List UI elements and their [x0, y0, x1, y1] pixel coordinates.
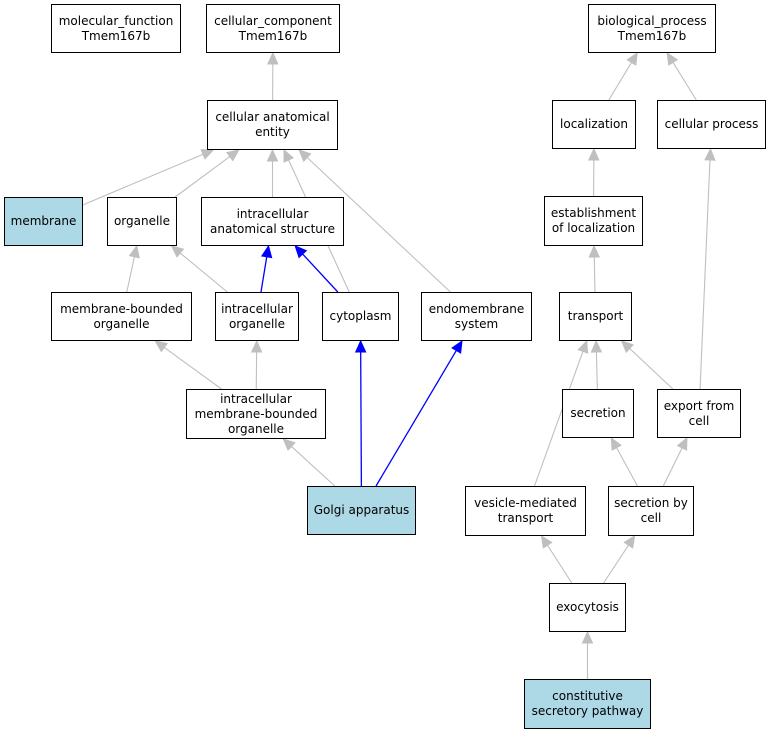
- node-exocytosis: exocytosis: [549, 583, 626, 632]
- edge-cytoplasm-to-intracellular_anatomical_structure: [302, 253, 339, 293]
- arrowhead-secretion-to-transport: [590, 339, 603, 353]
- arrowhead-golgi_apparatus-to-intracellular_membrane_bounded_organelle: [282, 438, 296, 452]
- edge-golgi_apparatus-to-intracellular_membrane_bounded_organelle: [291, 446, 336, 487]
- arrowhead-establishment_of_localization-to-localization: [588, 147, 600, 161]
- arrowhead-export_from_cell-to-cellular_process: [704, 147, 716, 161]
- edge-intracellular_organelle-to-intracellular_anatomical_structure: [260, 256, 268, 293]
- edge-endomembrane_system-to-cellular_anatomical_entity: [306, 157, 451, 293]
- node-endomembrane-system: endomembrane system: [421, 292, 532, 341]
- arrowhead-intracellular_organelle-to-intracellular_anatomical_structure: [260, 244, 273, 259]
- arrowhead-transport-to-establishment_of_localization: [588, 244, 601, 258]
- node-export-from-cell: export from cell: [657, 389, 741, 438]
- edge-golgi_apparatus-to-endomembrane_system: [375, 350, 457, 487]
- arrowhead-export_from_cell-to-transport: [620, 340, 634, 354]
- edge-membrane_bounded_organelle-to-organelle: [126, 256, 135, 293]
- edge-vesicle_mediated_transport-to-transport: [533, 351, 584, 487]
- edge-organelle-to-cellular_anatomical_entity: [174, 156, 231, 198]
- node-membrane-bounded-organelle: membrane-bounded organelle: [51, 292, 192, 341]
- node-intracellular-anatomical-structure: intracellular anatomical structure: [201, 197, 344, 246]
- edge-golgi_apparatus-to-cytoplasm: [360, 351, 363, 487]
- edge-secretion-to-transport: [595, 351, 598, 390]
- node-membrane: membrane: [4, 197, 83, 246]
- node-secretion: secretion: [562, 389, 634, 438]
- arrowhead-membrane_bounded_organelle-to-organelle: [128, 244, 140, 259]
- arrowhead-endomembrane_system-to-cellular_anatomical_entity: [298, 149, 312, 163]
- edge-transport-to-establishment_of_localization: [593, 256, 596, 293]
- node-intracellular-organelle: intracellular organelle: [215, 292, 299, 341]
- edge-exocytosis-to-vesicle_mediated_transport: [547, 544, 573, 584]
- arrowhead-golgi_apparatus-to-endomembrane_system: [451, 339, 463, 354]
- arrowhead-cellular_process-to-biological_process: [666, 51, 679, 66]
- edge-cellular_process-to-biological_process: [672, 62, 697, 101]
- arrowhead-cytoplasm-to-intracellular_anatomical_structure: [294, 245, 308, 259]
- node-vesicle-mediated-transport: vesicle-mediated transport: [465, 486, 586, 536]
- edge-membrane-to-cellular_anatomical_entity: [82, 153, 204, 206]
- arrowhead-exocytosis-to-vesicle_mediated_transport: [540, 534, 553, 549]
- arrowhead-membrane-to-cellular_anatomical_entity: [200, 149, 215, 160]
- edge-export_from_cell-to-cellular_process: [699, 159, 711, 390]
- arrowhead-secretion_by_cell-to-secretion: [610, 436, 622, 451]
- arrowhead-exocytosis-to-secretion_by_cell: [623, 534, 636, 549]
- edge-intracellular_membrane_bounded_organelle-to-membrane_bounded_organelle: [163, 347, 222, 390]
- arrowhead-intracellular_membrane_bounded_organelle-to-intracellular_organelle: [250, 339, 263, 353]
- node-molecular-function: molecular_function Tmem167b: [51, 4, 181, 53]
- arrowhead-localization-to-biological_process: [626, 51, 638, 66]
- edge-secretion_by_cell-to-secretion: [616, 447, 638, 487]
- arrowhead-golgi_apparatus-to-cytoplasm: [354, 339, 367, 353]
- arrowhead-intracellular_anatomical_structure-to-cellular_anatomical_entity: [266, 148, 279, 162]
- arrowhead-cellular_anatomical_entity-to-cellular_component: [267, 51, 279, 65]
- arrowhead-intracellular_organelle-to-organelle: [170, 245, 185, 258]
- node-organelle: organelle: [107, 197, 177, 246]
- node-constitutive-secretory-pathway: constitutive secretory pathway: [524, 679, 651, 729]
- edge-exocytosis-to-secretion_by_cell: [603, 544, 629, 584]
- node-cellular-component: cellular_component Tmem167b: [206, 4, 340, 53]
- arrowhead-secretion_by_cell-to-export_from_cell: [676, 436, 688, 451]
- arrowhead-cytoplasm-to-cellular_anatomical_entity: [283, 148, 295, 163]
- node-secretion-by-cell: secretion by cell: [608, 486, 694, 536]
- node-golgi-apparatus: Golgi apparatus: [307, 486, 416, 535]
- edge-intracellular_organelle-to-organelle: [179, 252, 228, 293]
- arrowhead-vesicle_mediated_transport-to-transport: [577, 339, 589, 354]
- arrowhead-intracellular_membrane_bounded_organelle-to-membrane_bounded_organelle: [154, 340, 168, 353]
- node-localization: localization: [552, 100, 636, 149]
- arrowhead-organelle-to-cellular_anatomical_entity: [226, 149, 240, 162]
- node-transport: transport: [559, 292, 632, 341]
- edge-secretion_by_cell-to-export_from_cell: [662, 447, 683, 487]
- node-cytoplasm: cytoplasm: [322, 292, 399, 341]
- node-intracellular-membrane-bounded-organelle: intracellular membrane-bounded organelle: [186, 389, 326, 439]
- node-cellular-anatomical-entity: cellular anatomical entity: [207, 100, 338, 150]
- node-cellular-process: cellular process: [657, 100, 766, 149]
- edge-localization-to-biological_process: [608, 62, 632, 101]
- edge-export_from_cell-to-transport: [629, 348, 674, 390]
- arrowhead-constitutive_secretory_pathway-to-exocytosis: [581, 630, 594, 644]
- node-establishment-of-localization: establishment of localization: [544, 196, 643, 246]
- node-biological-process: biological_process Tmem167b: [588, 4, 716, 53]
